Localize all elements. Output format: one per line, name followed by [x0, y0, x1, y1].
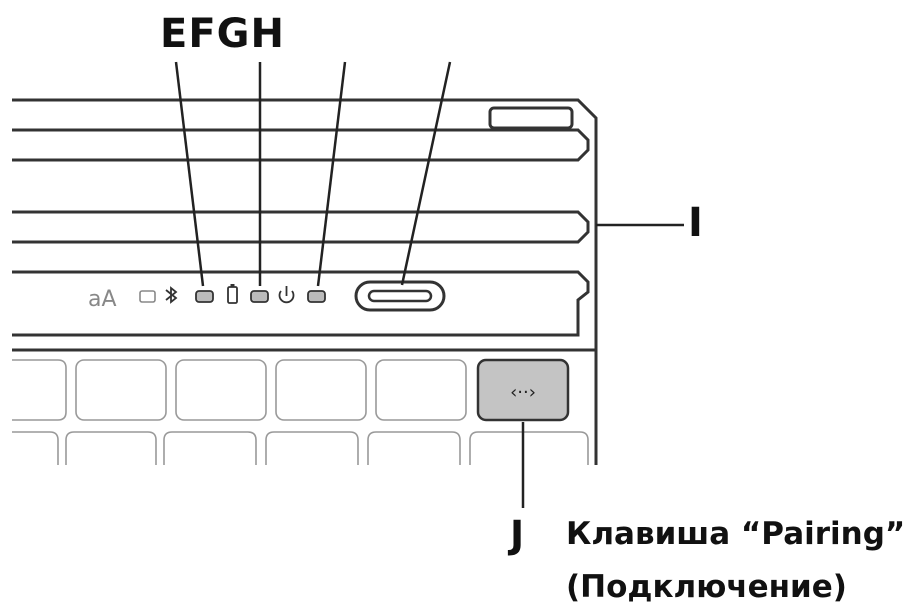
key — [175, 359, 267, 421]
leader-e — [174, 61, 205, 287]
key-row-2 — [12, 431, 589, 465]
callout-efgh: EFGH — [160, 11, 285, 57]
keyboard-body — [12, 98, 598, 465]
pairing-key-label: Клавиша “Pairing” — [566, 516, 906, 552]
key — [275, 359, 367, 421]
power-icon — [278, 286, 295, 304]
top-slot — [488, 106, 574, 130]
leader-h — [400, 61, 452, 286]
pairing-key-translation: (Подключение) — [566, 569, 847, 605]
key-row-1 — [12, 359, 467, 421]
indicator-light — [139, 290, 156, 303]
layer-lines — [12, 128, 596, 352]
oval-slot-outer — [354, 280, 446, 312]
key — [375, 359, 467, 421]
oval-slot-inner — [367, 289, 433, 303]
indicator-light-e — [195, 290, 214, 303]
indicator-strip: aA — [88, 280, 446, 312]
pairing-key: ‹··› — [476, 358, 570, 422]
leader-lines — [174, 61, 684, 508]
leader-g — [316, 61, 347, 287]
bluetooth-icon — [165, 286, 178, 304]
battery-icon — [227, 286, 238, 304]
indicator-light-g — [307, 290, 326, 303]
text-size-icon: aA — [88, 287, 117, 312]
key — [75, 359, 167, 421]
pairing-icon: ‹··› — [510, 382, 536, 403]
callout-j: J — [510, 513, 525, 557]
key — [12, 359, 67, 421]
callout-i: I — [688, 200, 703, 246]
indicator-light-f — [250, 290, 269, 303]
battery-cap — [230, 284, 235, 287]
